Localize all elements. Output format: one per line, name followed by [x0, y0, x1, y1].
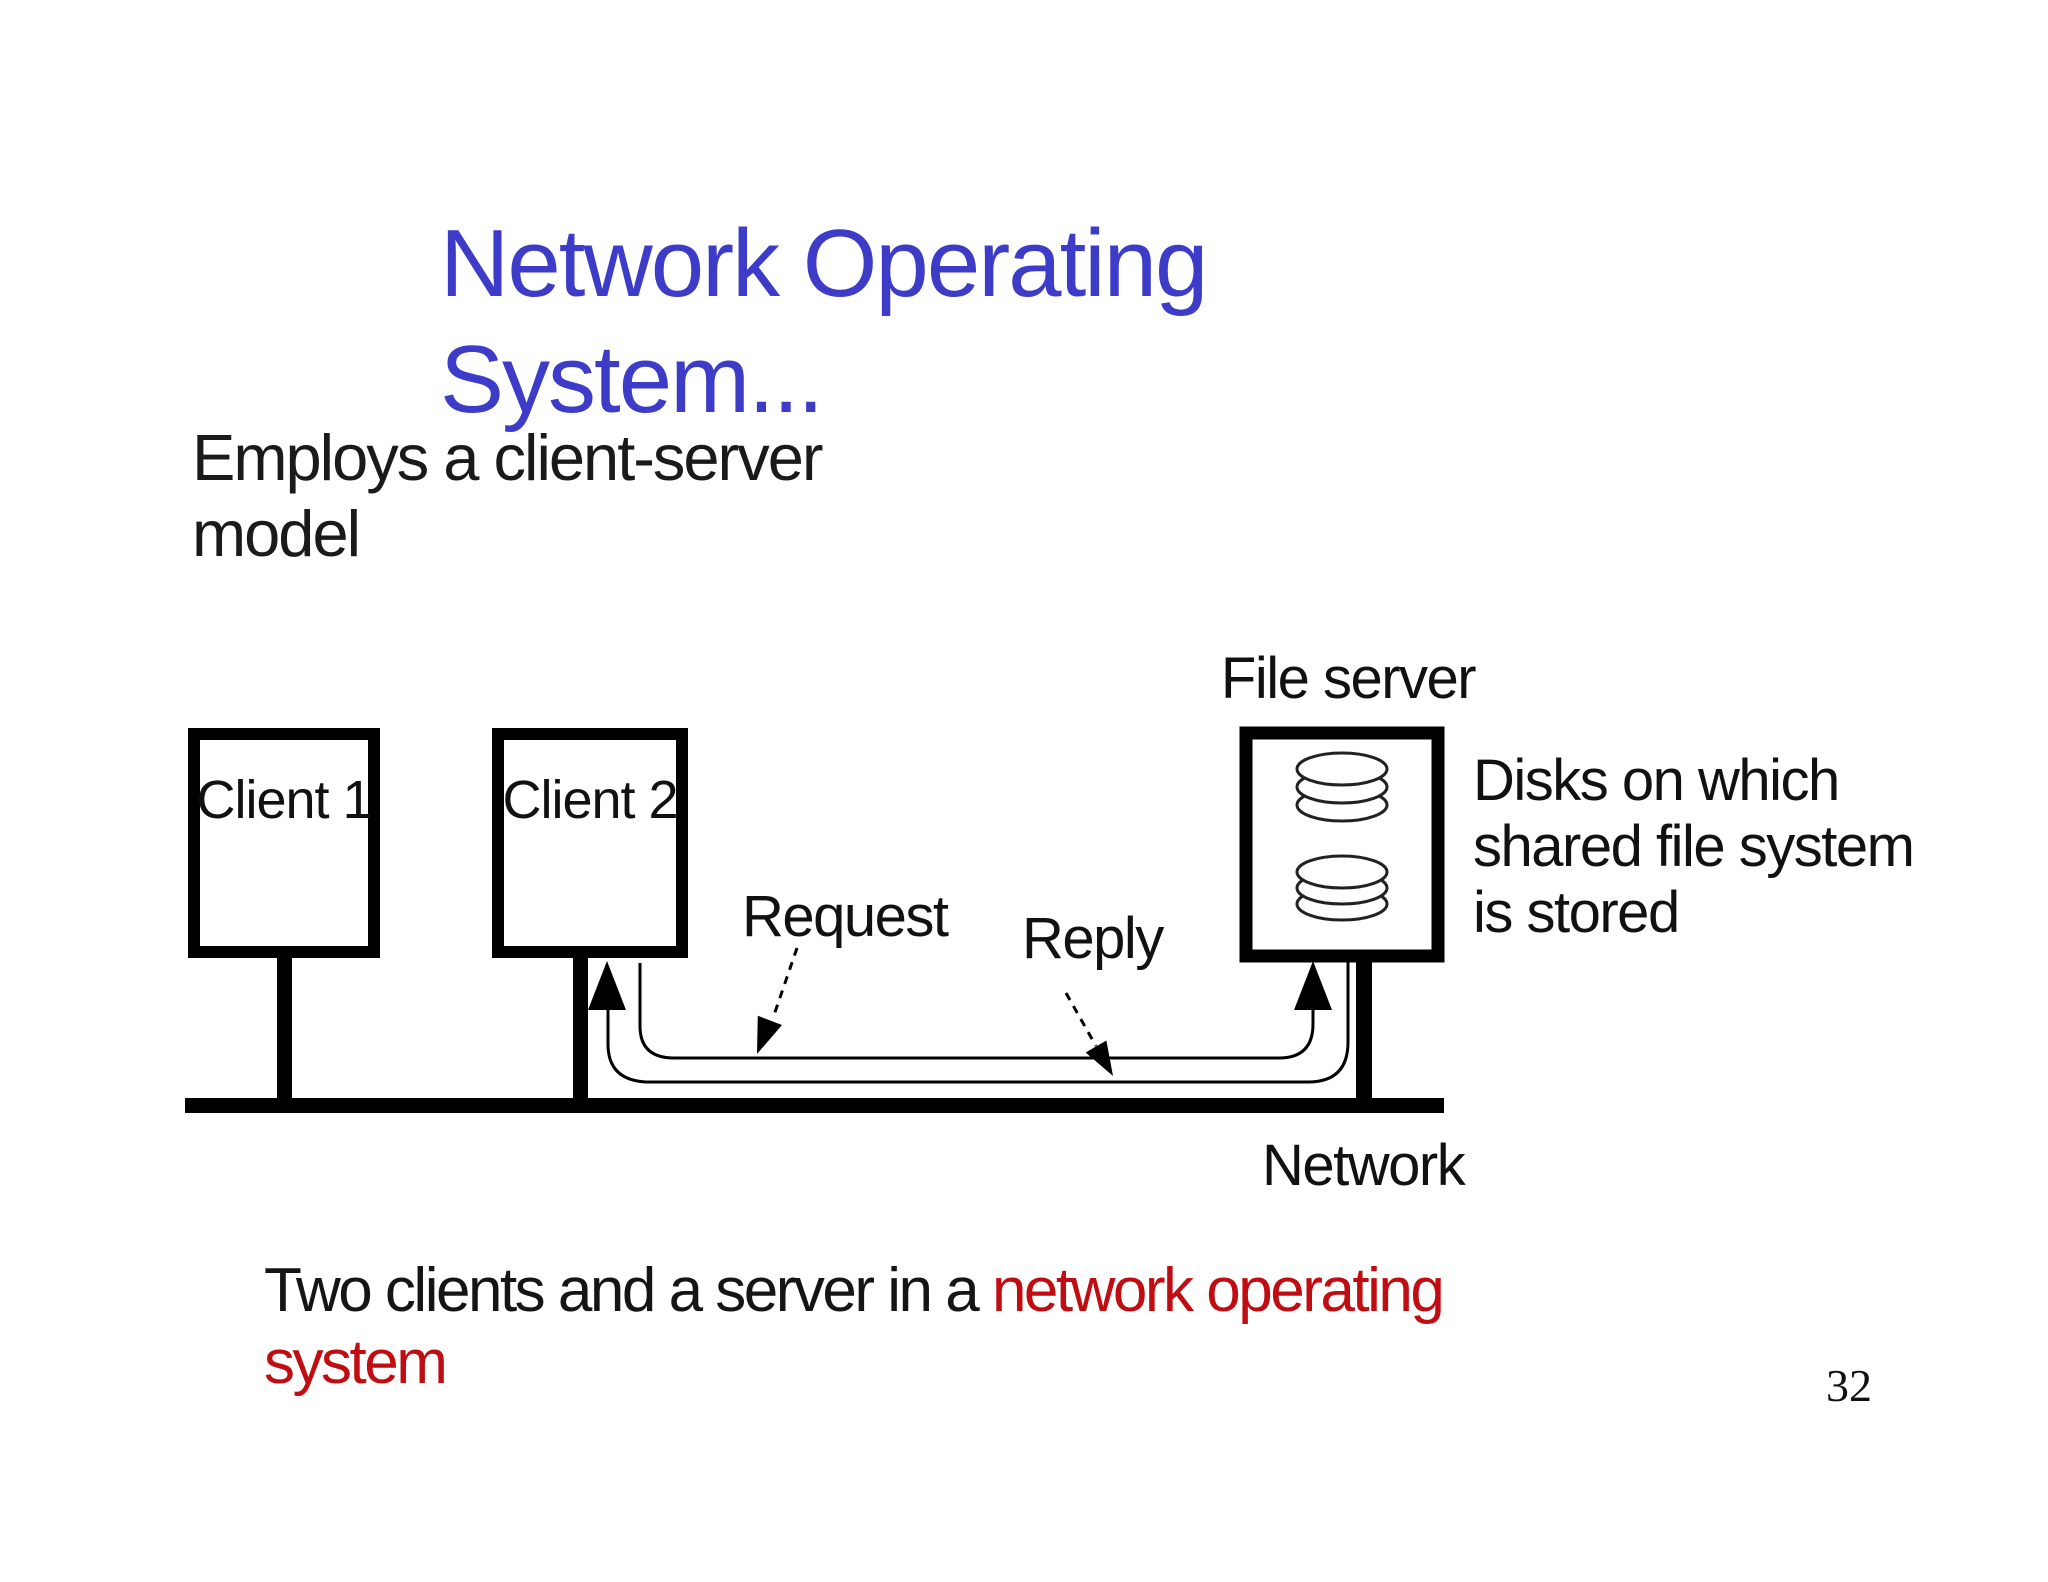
network-label: Network [1262, 1133, 1467, 1198]
file-server-network-stem [1356, 956, 1372, 1102]
slide-title-line1: Network Operating [440, 210, 1208, 317]
slide-subtitle-line2: model [192, 497, 361, 570]
caption-line2: system [264, 1328, 448, 1397]
reply-pointer-line [1064, 992, 1098, 1047]
slide-title: Network Operating System... [440, 206, 1208, 438]
request-pointer-line [771, 947, 799, 1019]
client1-box [188, 728, 380, 958]
slide-subtitle-line1: Employs a client-server [192, 421, 823, 494]
reply-pointer-arrowhead-icon [1085, 1040, 1113, 1076]
caption-highlight-part1: network operating [991, 1256, 1445, 1325]
slide-title-line2: System... [440, 326, 824, 433]
caption-line1: Two clients and a server in a network op… [264, 1255, 1445, 1327]
disks-note-line3: is stored [1473, 880, 1679, 945]
request-pointer-arrowhead-icon [757, 1015, 783, 1054]
reply-arrowhead-icon [588, 961, 626, 1010]
request-path [638, 963, 1315, 1060]
reply-path [606, 962, 1350, 1084]
disks-note-line1: Disks on which [1473, 748, 1839, 813]
disk-stack-icon [1295, 854, 1389, 922]
reply-label: Reply [1022, 906, 1164, 971]
caption: Two clients and a server in a network op… [264, 1255, 1445, 1399]
page-number: 32 [1826, 1360, 1872, 1411]
client2-box [492, 728, 688, 958]
file-server-label: File server [1221, 646, 1476, 711]
client2-network-stem [573, 952, 588, 1102]
client2-label: Client 2 [502, 770, 677, 830]
slide-subtitle: Employs a client-server model [192, 420, 823, 572]
network-bus-line [185, 1098, 1444, 1113]
disks-note-line2: shared file system [1473, 814, 1913, 879]
client1-network-stem [277, 952, 292, 1102]
request-arrowhead-icon [1294, 961, 1332, 1010]
caption-lead-text: Two clients and a server in a [264, 1256, 992, 1325]
disk-stack-icon [1295, 751, 1389, 823]
client1-label: Client 1 [196, 770, 371, 830]
request-label: Request [742, 884, 949, 949]
